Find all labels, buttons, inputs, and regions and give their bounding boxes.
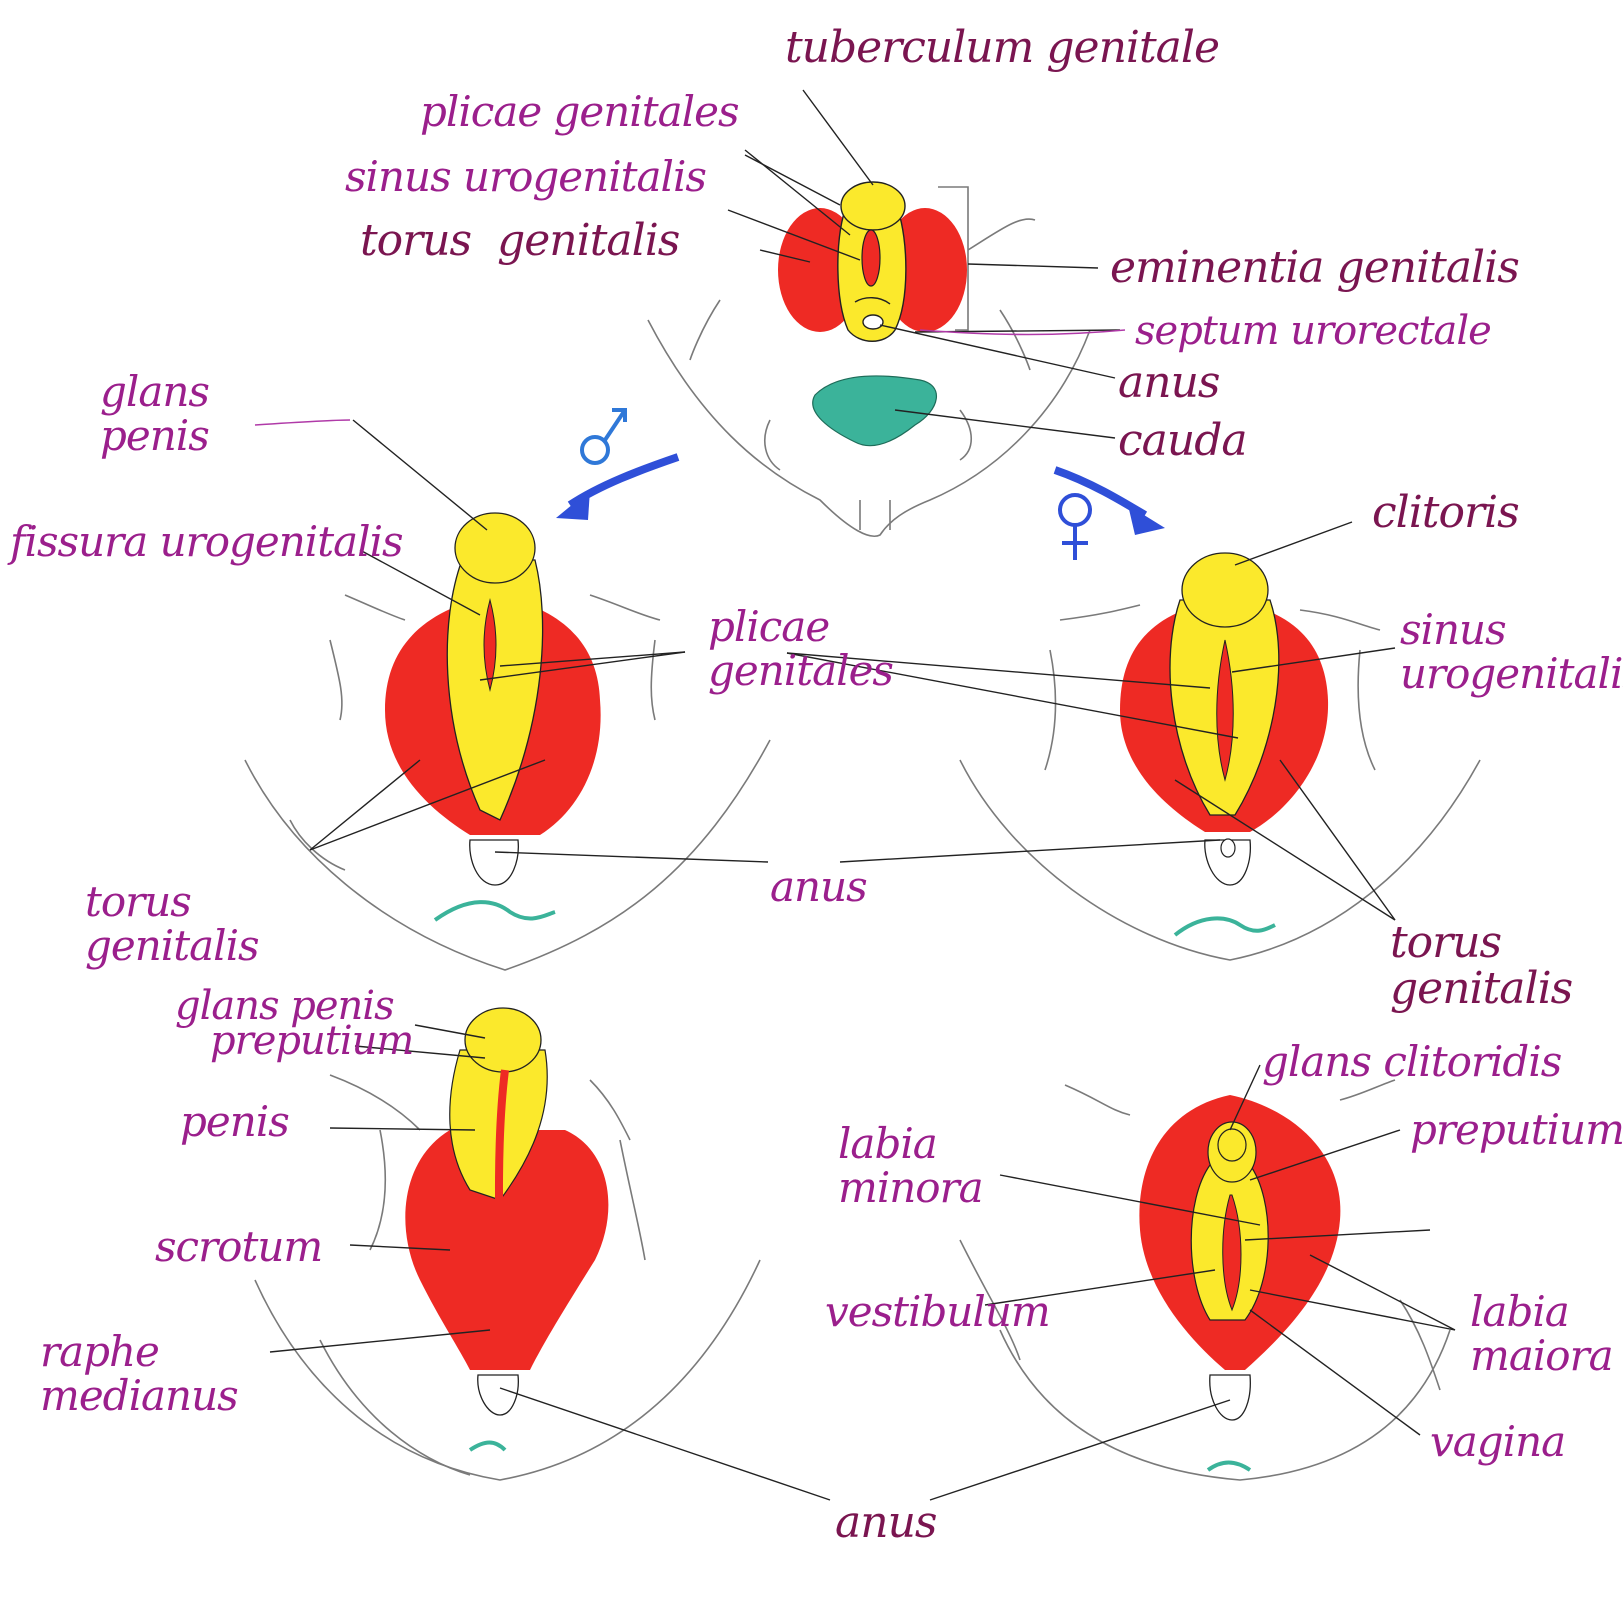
midright-genitalia <box>1120 552 1329 937</box>
botleft-hip-right <box>589 1079 631 1141</box>
botleft-glans <box>464 1007 542 1073</box>
midright-hip-left <box>1059 604 1141 621</box>
female-symbol <box>1058 493 1092 560</box>
label-vagina: vagina <box>1430 1417 1566 1466</box>
botleft-anus <box>477 1374 519 1416</box>
label-labia-minora: labia minora <box>838 1119 984 1212</box>
botleft-raphe <box>494 1069 509 1361</box>
midleft-fissura <box>483 598 497 692</box>
label-vestibulum: vestibulum <box>825 1287 1051 1336</box>
label-torus-genitalis-right: torus genitalis <box>1390 917 1573 1014</box>
botright-line-right <box>1399 1299 1441 1391</box>
label-glans-penis: glans penis <box>100 367 210 460</box>
midleft-anus <box>469 839 519 886</box>
label-torus-genitalis-left: torus genitalis <box>85 877 260 970</box>
botleft-body-outline <box>254 1259 761 1481</box>
top-notch <box>859 500 891 530</box>
label-clitoris: clitoris <box>1372 487 1520 538</box>
label-preputium-male: preputium <box>210 1018 414 1064</box>
botright-line-left <box>959 1239 1021 1361</box>
midright-thigh-right <box>1357 649 1376 771</box>
label-glans-clitoridis: glans clitoridis <box>1262 1037 1562 1086</box>
midright-thigh-left <box>1044 649 1057 771</box>
midleft-thigh-right <box>650 639 656 721</box>
midleft-plicae <box>446 559 544 821</box>
arrow-to-male <box>556 453 680 520</box>
label-tuberculum-genitale: tuberculum genitale <box>785 22 1220 73</box>
label-torus-genitalis-top: torus genitalis <box>360 215 680 266</box>
midright-anus <box>1204 839 1251 886</box>
label-anus-mid: anus <box>770 862 868 911</box>
midleft-cauda-remnant <box>433 900 556 922</box>
botright-hip-right <box>1339 1079 1396 1101</box>
botleft-leg-left <box>319 1339 471 1476</box>
botright-body-outline <box>999 1329 1451 1481</box>
label-plicae-genitales-top: plicae genitales <box>420 87 740 136</box>
label-anus-bottom: anus <box>835 1497 937 1548</box>
midright-hip-right <box>1299 609 1381 631</box>
label-fissura-urogenitalis: fissura urogenitalis <box>10 517 404 566</box>
top-anus <box>862 314 884 330</box>
label-septum-urorectale: septum urorectale <box>1135 308 1492 354</box>
midleft-hip-left <box>344 594 406 621</box>
midleft-body-outline <box>244 739 771 971</box>
label-glans-penis-bottom: glans penis <box>175 983 395 1029</box>
top-body-inner-right <box>999 309 1031 371</box>
botleft-cauda-remnant <box>468 1440 507 1452</box>
botright-cauda-remnant <box>1206 1460 1252 1472</box>
label-scrotum: scrotum <box>155 1222 323 1271</box>
botleft-genitalia <box>405 1007 609 1452</box>
top-leg-left <box>764 419 781 471</box>
top-sinus <box>861 229 881 287</box>
label-cauda: cauda <box>1118 415 1248 466</box>
top-leg-right <box>959 409 973 461</box>
midleft-thigh-left <box>329 639 343 721</box>
midright-cauda-remnant <box>1173 916 1276 937</box>
botright-genitalia <box>1139 1095 1341 1472</box>
botleft-thigh-right <box>619 1139 646 1261</box>
leader-lines <box>269 89 1456 1501</box>
top-eminentia-genitalis <box>778 181 967 342</box>
botleft-thigh-left <box>369 1129 386 1251</box>
midright-clitoris <box>1181 552 1269 628</box>
midright-sinus <box>1216 639 1234 782</box>
arrow-to-female <box>1053 466 1165 535</box>
label-penis: penis <box>180 1097 290 1146</box>
top-bracket <box>938 186 969 331</box>
top-body-outline <box>647 319 1091 537</box>
top-septum-curve <box>854 297 891 305</box>
label-sinus-urogenitalis-top: sinus urogenitalis <box>345 152 707 201</box>
botleft-scrotum <box>405 1130 609 1370</box>
label-labia-maiora: labia maiora <box>1470 1287 1614 1380</box>
midright-anus-opening <box>1220 838 1236 858</box>
midleft-hip-right <box>589 594 661 621</box>
top-body-inner-left <box>689 299 721 361</box>
top-thigh-right <box>967 218 1036 251</box>
label-plicae-genitales-mid: plicae genitales <box>708 602 894 695</box>
botright-anus <box>1209 1374 1251 1421</box>
label-anus-top: anus <box>1118 357 1220 408</box>
top-cauda <box>812 375 938 447</box>
botright-hip-left <box>1064 1084 1131 1116</box>
label-preputium-female: preputium <box>1410 1105 1623 1154</box>
label-raphe-medianus: raphe medianus <box>40 1327 239 1420</box>
male-symbol <box>580 408 627 465</box>
botleft-hip-left <box>329 1074 421 1131</box>
midleft-glans <box>454 512 536 584</box>
botright-glans-clitoridis <box>1217 1128 1247 1162</box>
label-eminentia-genitalis: eminentia genitalis <box>1110 242 1520 293</box>
midright-body-outline <box>959 759 1481 961</box>
midleft-genitalia <box>385 512 601 922</box>
label-sinus-urogenitalis-mid: sinus urogenitalis <box>1400 605 1623 698</box>
top-tuberculum <box>840 181 906 231</box>
